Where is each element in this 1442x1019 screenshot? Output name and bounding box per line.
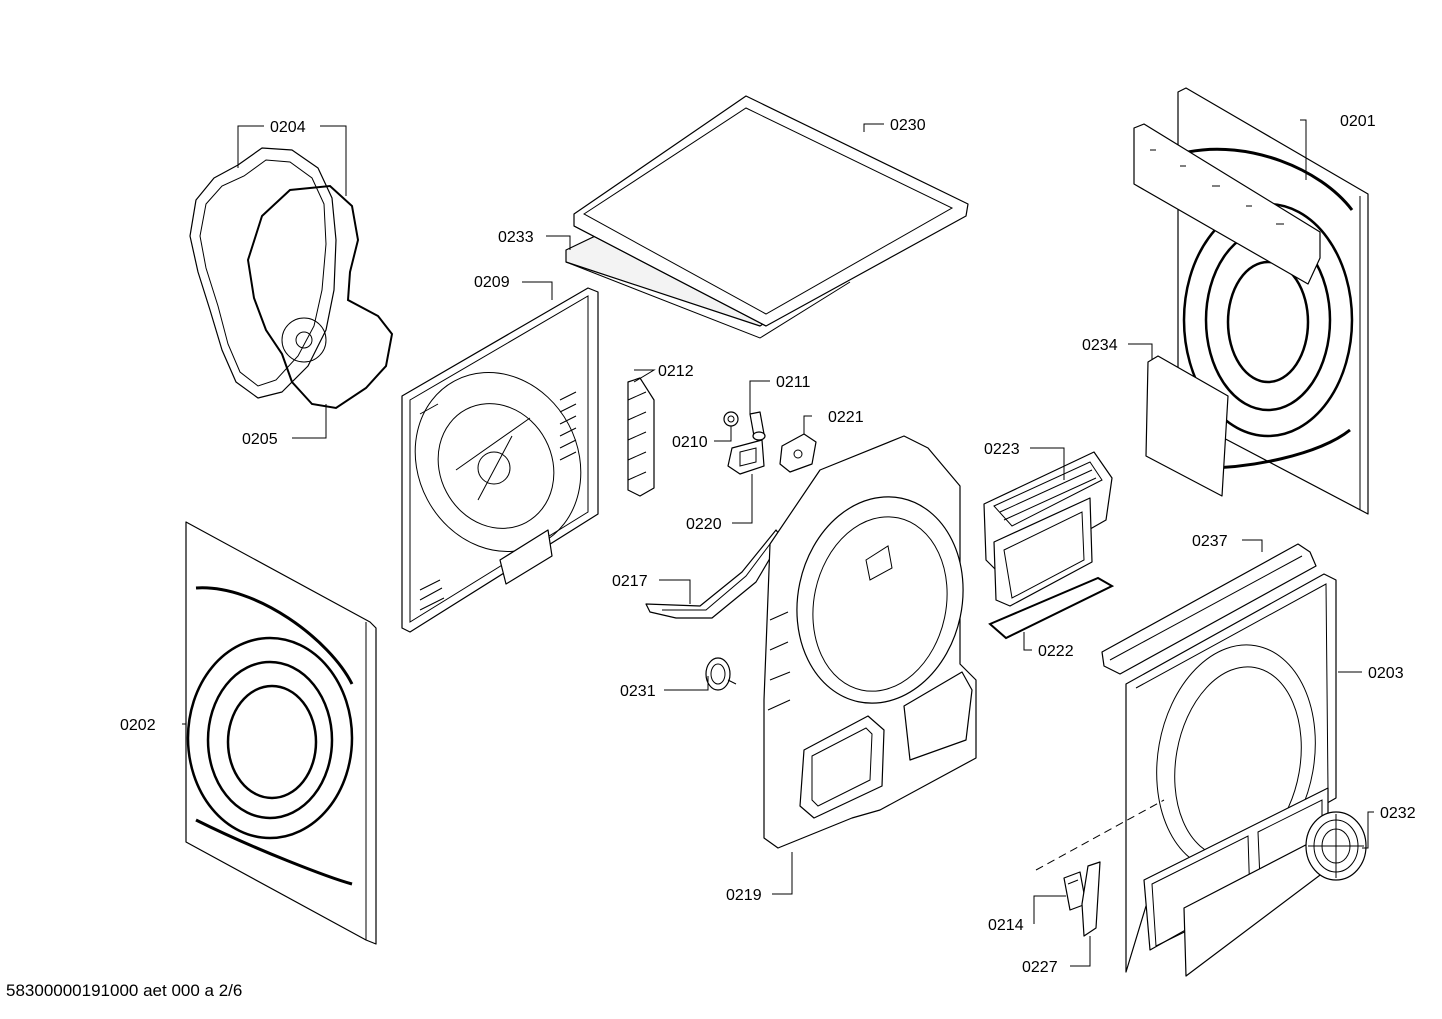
part-0223-fluff-filter [983, 451, 1113, 607]
part-0201-mounting-rail [1133, 123, 1321, 285]
part-0202-side-panel-left [185, 521, 377, 945]
part-0221-switch [779, 433, 817, 473]
label-0223: 0223 [984, 441, 1020, 458]
part-0205-seal [246, 184, 394, 410]
label-0222: 0222 [1038, 643, 1074, 660]
part-0232-cover-grille [1183, 811, 1367, 977]
label-0231: 0231 [620, 683, 656, 700]
part-0217-front-handle [645, 529, 783, 619]
part-0212-hinge-strip [627, 377, 655, 497]
part-0230-worktop [573, 95, 969, 327]
part-0210-nut [723, 411, 739, 427]
label-0209: 0209 [474, 274, 510, 291]
leader-lines [182, 119, 1374, 967]
label-0204: 0204 [270, 119, 306, 136]
part-0237-top-rail [1101, 543, 1317, 675]
part-0234-insulation-mat [1145, 355, 1229, 497]
label-0233: 0233 [498, 229, 534, 246]
label-0219: 0219 [726, 887, 762, 904]
label-0232: 0232 [1380, 805, 1416, 822]
part-0220-bracket [727, 439, 765, 475]
part-0204-rear-bearing-shield [189, 147, 337, 399]
part-0209-rear-wall [401, 287, 599, 633]
label-0230: 0230 [890, 117, 926, 134]
part-labels: 0204 0205 0209 0233 0230 0212 0211 0210 … [120, 113, 1416, 976]
label-0212: 0212 [658, 363, 694, 380]
label-0221: 0221 [828, 409, 864, 426]
part-0222-filter-seal [988, 576, 1115, 640]
label-0217: 0217 [612, 573, 648, 590]
label-0214: 0214 [988, 917, 1024, 934]
part-0219-front-frame [763, 435, 977, 849]
label-0210: 0210 [672, 434, 708, 451]
label-0211: 0211 [776, 374, 811, 391]
label-0234: 0234 [1082, 337, 1118, 354]
drawing-reference-footer: 58300000191000 aet 000 a 2/6 [6, 981, 243, 1000]
label-0220: 0220 [686, 516, 722, 533]
part-0231-knob [705, 657, 737, 691]
part-0211-bolt [749, 411, 766, 441]
label-0205: 0205 [242, 431, 278, 448]
label-0202: 0202 [120, 717, 156, 734]
assembly-dashline [1035, 799, 1165, 871]
label-0227: 0227 [1022, 959, 1058, 976]
label-0201: 0201 [1340, 113, 1376, 130]
part-0227-lock-cover [1081, 861, 1101, 937]
label-0203: 0203 [1368, 665, 1404, 682]
label-0237: 0237 [1192, 533, 1228, 550]
